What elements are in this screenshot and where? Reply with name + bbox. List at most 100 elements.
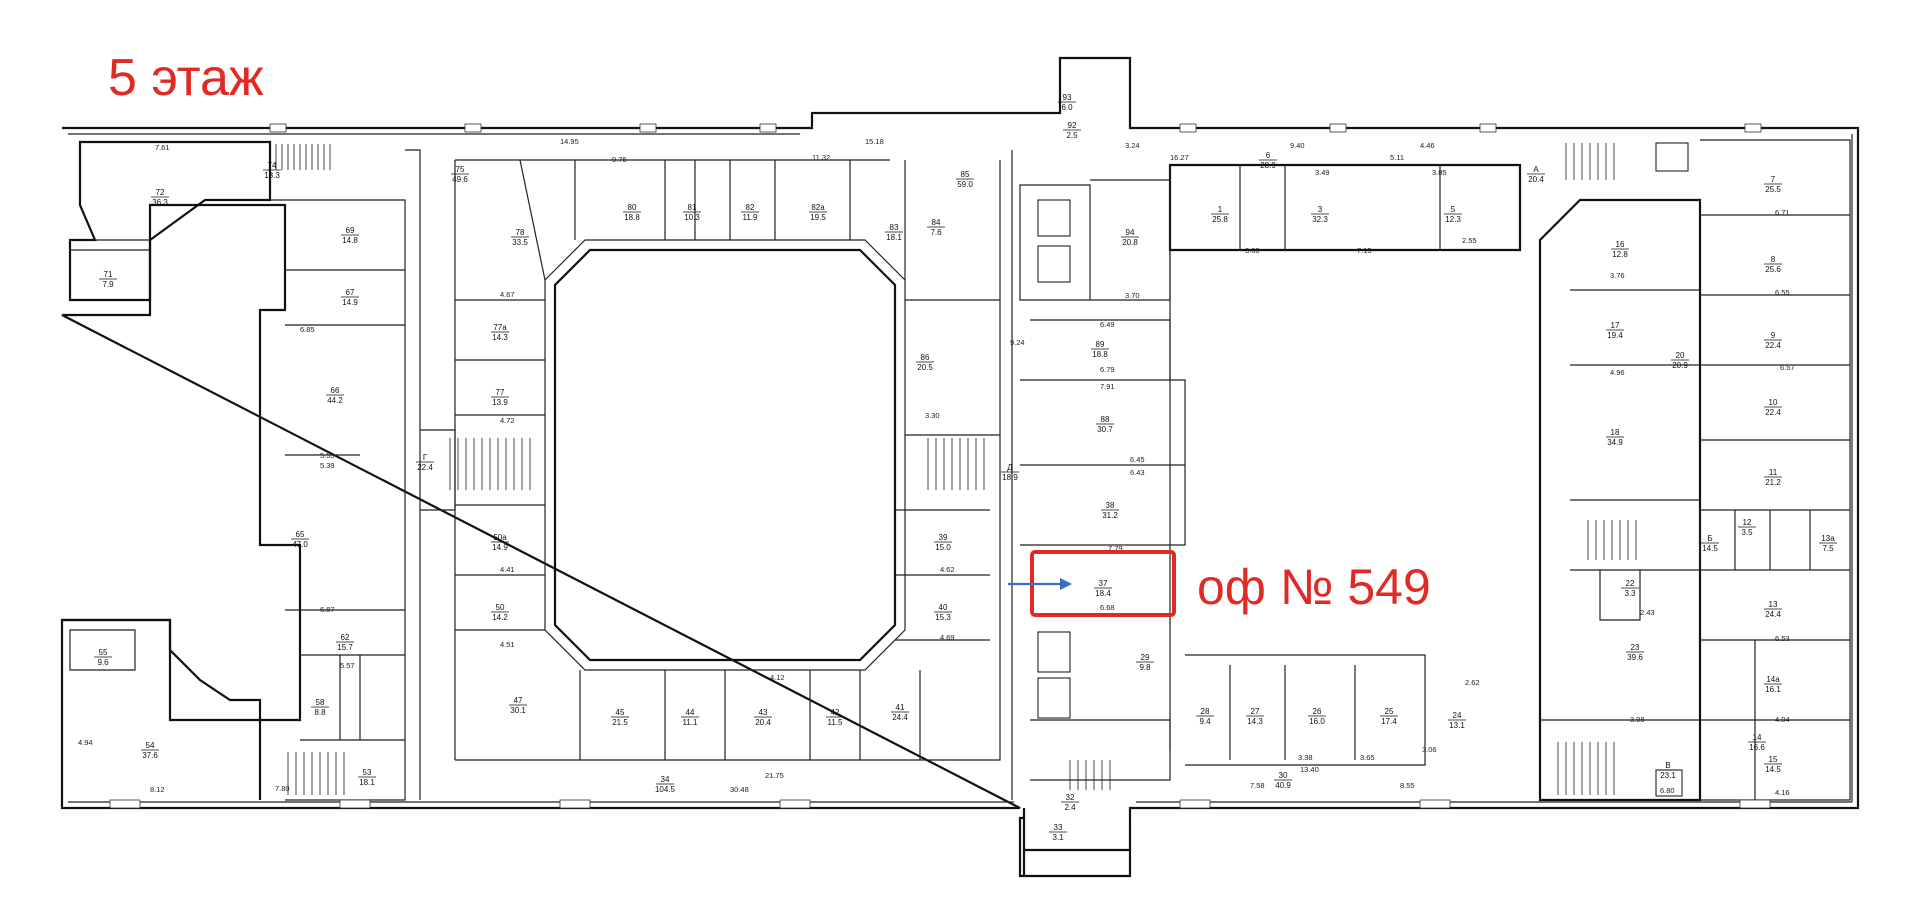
room-area: 2.4 — [1064, 803, 1076, 812]
room-area: 14.8 — [342, 236, 358, 245]
room-number: 41 — [896, 703, 905, 712]
dimension-label: 4.16 — [1775, 788, 1790, 797]
room-area: 3.5 — [1741, 528, 1753, 537]
dimension-label: 5.39 — [320, 461, 335, 470]
room-area: 11.1 — [683, 718, 699, 727]
room-number: 6 — [1266, 151, 1271, 160]
room-number: 22 — [1626, 579, 1635, 588]
room-label: 322.4 — [1061, 793, 1079, 812]
room-number: 88 — [1101, 415, 1110, 424]
room-area: 16.6 — [1749, 743, 1765, 752]
room-label: 717.9 — [99, 270, 117, 289]
room-area: 22.4 — [1765, 341, 1781, 350]
room-number: 40 — [939, 603, 948, 612]
room-labels: 7236.3717.97418.36914.86714.96644.26547.… — [94, 93, 1837, 842]
room-number: 23 — [1631, 643, 1640, 652]
room-area: 20.4 — [755, 718, 771, 727]
room-number: 37 — [1099, 579, 1108, 588]
room-number: 13а — [1821, 534, 1835, 543]
dimension-label: 21.75 — [765, 771, 784, 780]
room-area: 15.0 — [935, 543, 951, 552]
room-area: 19.4 — [1607, 331, 1623, 340]
room-area: 3.1 — [1052, 833, 1064, 842]
room-area: 20.4 — [1528, 175, 1544, 184]
room-label: 299.8 — [1136, 653, 1154, 672]
room-area: 3.3 — [1624, 589, 1636, 598]
room-number: 25 — [1385, 707, 1394, 716]
room-label: 223.3 — [1621, 579, 1639, 598]
windows — [109, 123, 1771, 809]
room-number: Г — [423, 453, 428, 462]
room-label: 333.1 — [1049, 823, 1067, 842]
room-area: 9.8 — [1139, 663, 1151, 672]
stair-bottom-left — [287, 752, 345, 795]
room-area: 14.9 — [342, 298, 358, 307]
room-number: 20 — [1676, 351, 1685, 360]
room-number: 13 — [1769, 600, 1778, 609]
room-number: 33 — [1054, 823, 1063, 832]
room-area: 28.9 — [1260, 161, 1276, 170]
dimension-label: 5.53 — [320, 451, 335, 460]
room-area: 36.3 — [152, 198, 168, 207]
stair-left-top — [275, 144, 331, 170]
room-number: 15 — [1769, 755, 1778, 764]
room-number: А — [1533, 165, 1539, 174]
room-number: 1 — [1218, 205, 1223, 214]
room-number: 50а — [493, 533, 507, 542]
room-number: 5 — [1451, 205, 1456, 214]
room-number: 28 — [1201, 707, 1210, 716]
room-number: 62 — [341, 633, 350, 642]
room-number: 14 — [1753, 733, 1762, 742]
dimension-label: 2.55 — [1462, 236, 1477, 245]
dimension-label: 9.40 — [1290, 141, 1305, 150]
room-area: 49.6 — [452, 175, 468, 184]
room-area: 18.8 — [1092, 350, 1108, 359]
dimension-label: 6.49 — [1100, 320, 1115, 329]
room-label: 332.3 — [1311, 205, 1329, 224]
room-area: 22.4 — [1765, 408, 1781, 417]
dimension-label: 3.30 — [925, 411, 940, 420]
right-wing — [1168, 139, 1851, 802]
room-area: 14.9 — [492, 543, 508, 552]
room-label: 125.8 — [1211, 205, 1229, 224]
room-area: 9.4 — [1199, 717, 1211, 726]
room-area: 19.5 — [810, 213, 826, 222]
room-label: 936.0 — [1058, 93, 1076, 112]
room-number: 72 — [156, 188, 165, 197]
room-number: 30 — [1279, 771, 1288, 780]
room-area: 7.9 — [102, 280, 114, 289]
room-number: 85 — [961, 170, 970, 179]
dimension-label: 4.46 — [1420, 141, 1435, 150]
room-area: 7.6 — [930, 228, 942, 237]
room-area: 30.7 — [1097, 425, 1113, 434]
room-area: 32.3 — [1312, 215, 1328, 224]
room-number: 14а — [1766, 675, 1780, 684]
room-number: 12 — [1743, 518, 1752, 527]
room-number: 29 — [1141, 653, 1150, 662]
dimension-label: 6.55 — [1775, 288, 1790, 297]
room-area: 14.3 — [1247, 717, 1263, 726]
dimension-label: 7.80 — [275, 784, 290, 793]
stair-center — [927, 438, 985, 490]
room-label: Б14.5 — [1701, 534, 1719, 553]
